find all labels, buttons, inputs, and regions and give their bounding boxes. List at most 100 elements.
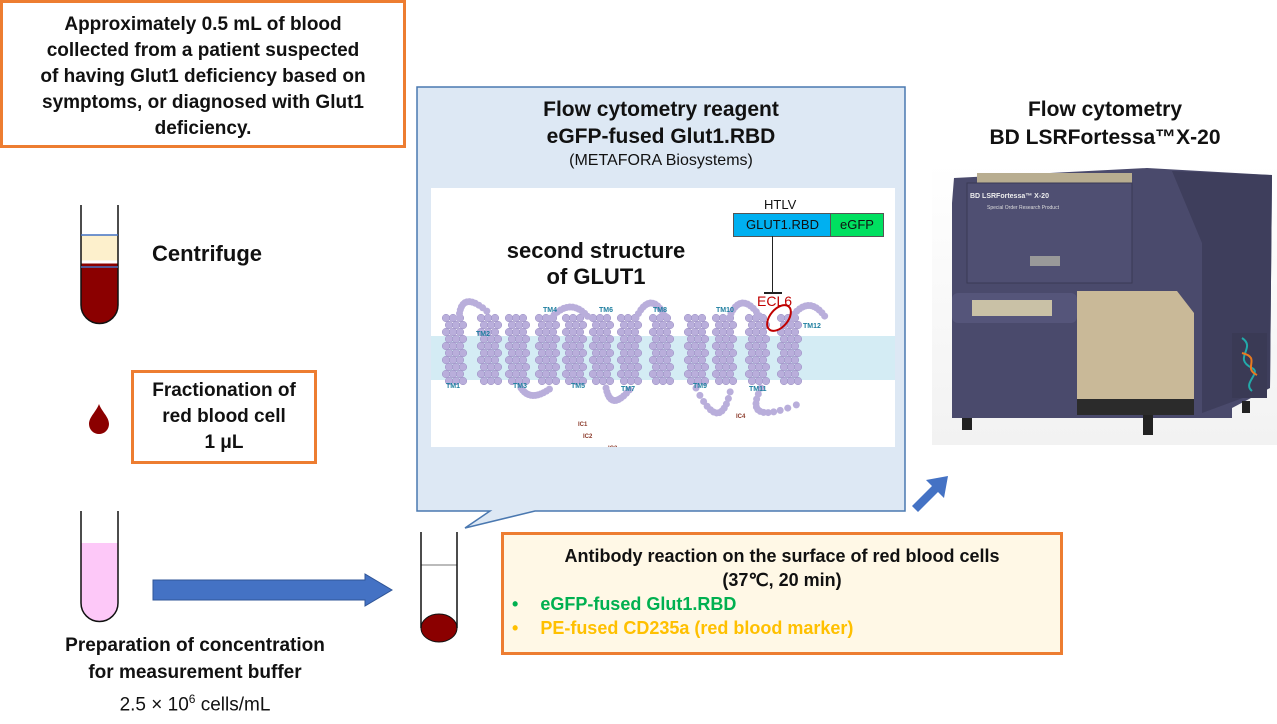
residue [551,320,561,330]
residue [686,348,696,358]
residue [444,362,454,372]
residue [655,341,665,351]
residue [633,334,643,344]
residue [697,369,707,379]
residue [541,369,551,379]
residue [441,369,451,379]
residue [455,355,465,365]
residue [690,341,700,351]
residue [711,369,721,379]
residue [486,348,496,358]
residue [598,348,608,358]
residue [605,348,615,358]
residue [476,369,486,379]
residue [686,320,696,330]
tm-label: TM8 [653,307,667,314]
residue [541,341,551,351]
residue [630,355,640,365]
residue [623,355,633,365]
residue [754,362,764,372]
residue [575,313,585,323]
residue [479,320,489,330]
residue [561,355,571,365]
residue [551,348,561,358]
residue [602,313,612,323]
sample-line: Approximately 0.5 mL of blood [64,14,342,35]
residue [686,362,696,372]
residue [725,369,735,379]
residue [662,355,672,365]
residue [725,341,735,351]
residue [718,369,728,379]
residue [448,327,458,337]
residue [793,334,803,344]
residue [693,348,703,358]
concentration-base: 2.5 × 10 [119,694,189,716]
residue [783,355,793,365]
residue [571,320,581,330]
residue [751,341,761,351]
residue [534,313,544,323]
residue [697,327,707,337]
residue [711,341,721,351]
residue [619,362,629,372]
residue [747,376,757,386]
residue [728,348,738,358]
reaction-item-text: PE-fused CD235a (red blood marker) [540,618,854,638]
inhibition-bar [764,292,782,294]
residue [511,355,521,365]
reaction-item-text: eGFP-fused Glut1.RBD [540,594,737,614]
blood-drop-icon [89,404,109,434]
residue [683,341,693,351]
residue [548,355,558,365]
residue [714,362,724,372]
residue [561,313,571,323]
residue [564,320,574,330]
residue [751,369,761,379]
residue [633,376,643,386]
residue [761,362,771,372]
residue [690,369,700,379]
reaction-title: Antibody reaction on the surface of red … [564,546,1000,566]
residue [747,320,757,330]
residue [605,376,615,386]
residue [493,348,503,358]
tm-label: TM7 [621,386,635,393]
instrument-title-line: BD LSRFortessa™X-20 [989,126,1221,149]
structure-title: second structure of GLUT1 [471,238,721,290]
residue [561,369,571,379]
residue [790,341,800,351]
flow-cytometer-icon [952,168,1272,435]
structure-title-line: second structure [506,238,686,263]
residue [551,376,561,386]
residue [518,313,528,323]
residue [441,327,451,337]
residue [616,313,626,323]
structure-title-line: of GLUT1 [546,264,646,289]
residue [548,327,558,337]
residue [790,327,800,337]
residue [625,386,633,394]
residue [521,334,531,344]
residue [537,362,547,372]
residue [711,313,721,323]
residue [595,369,605,379]
residue [598,320,608,330]
residue [655,355,665,365]
residue [754,334,764,344]
residue [779,362,789,372]
residue [534,341,544,351]
residue [616,355,626,365]
residue [486,320,496,330]
residue [564,362,574,372]
residue [770,408,778,416]
tm-label: TM9 [693,383,707,390]
residue [758,341,768,351]
residue [779,334,789,344]
residue [511,327,521,337]
residue [683,369,693,379]
residue [602,369,612,379]
residue [662,327,672,337]
residue [455,369,465,379]
